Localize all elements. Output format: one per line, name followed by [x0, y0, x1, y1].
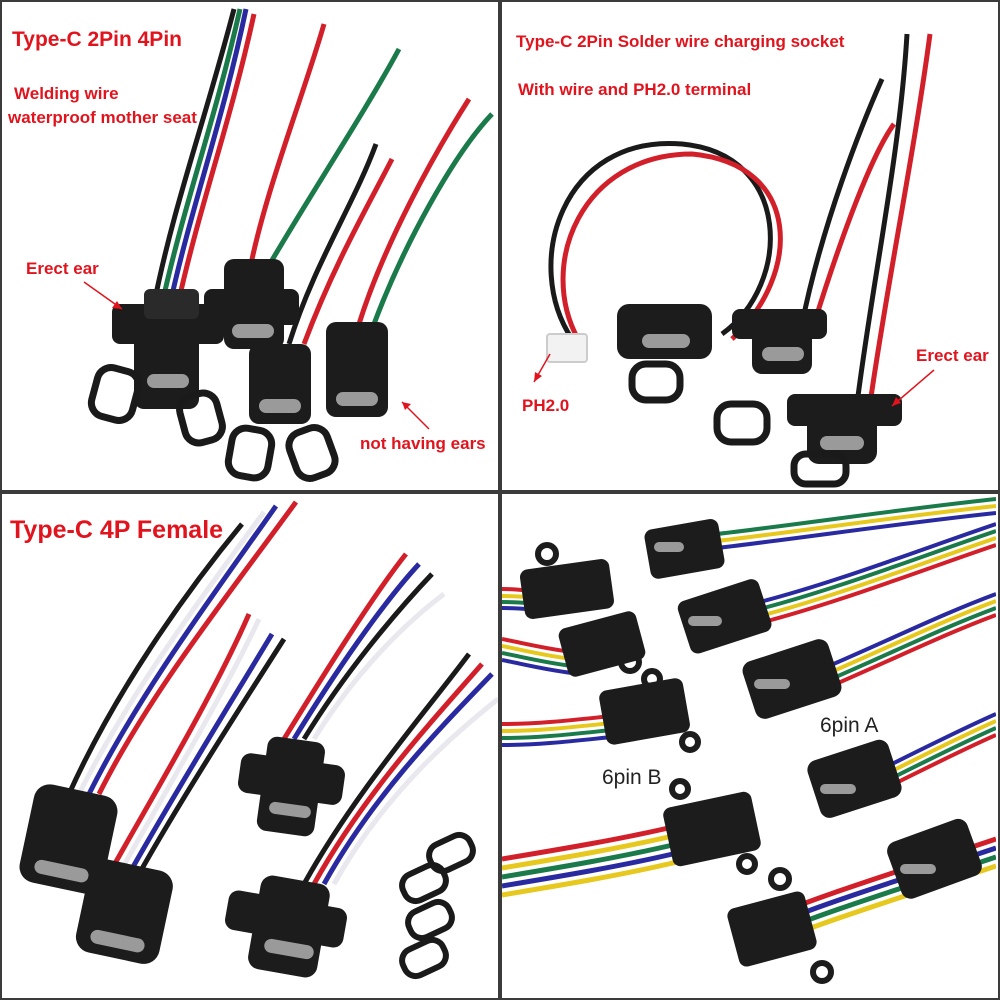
connector-no-ears-2pin — [249, 344, 311, 424]
panel-2pin-solder-socket: Type-C 2Pin Solder wire charging socket … — [502, 4, 996, 490]
connector-4p-no-ears-2 — [75, 859, 173, 964]
connector-erect-ear-solder — [787, 394, 902, 464]
connector-with-ears-2pin — [732, 309, 827, 374]
connector-ph2-wired — [617, 304, 712, 359]
connector-erect-ear-4pin — [112, 289, 224, 409]
panel-subtitle: With wire and PH2.0 terminal — [518, 80, 752, 99]
panel-2pin-4pin: Type-C 2Pin 4Pin Welding wire waterproof… — [4, 4, 498, 490]
panel-divider-horizontal — [0, 490, 1000, 494]
connector-illustration-2pin-4pin — [83, 8, 494, 482]
label-6pin-a: 6pin A — [820, 714, 879, 737]
connector-illustration-solder-socket — [533, 33, 935, 488]
connector-no-ears-4pin — [326, 322, 388, 417]
connector-illustration-4p-female — [19, 500, 498, 980]
callout-erect-ear: Erect ear — [26, 259, 99, 278]
ph2-terminal — [546, 333, 588, 363]
panel-subtitle-line1: Welding wire — [14, 84, 119, 103]
panel-title: Type-C 2Pin Solder wire charging socket — [516, 32, 845, 51]
panel-divider-vertical — [498, 0, 502, 1000]
panel-title: Type-C 4P Female — [10, 516, 224, 544]
callout-ph2: PH2.0 — [522, 396, 570, 415]
rubber-gaskets — [399, 831, 476, 980]
connector-4p-with-ears-2 — [225, 875, 347, 978]
connectors-6pin — [519, 519, 982, 984]
panel-4p-female: Type-C 4P Female — [4, 494, 498, 996]
panel-subtitle-line2: waterproof mother seat — [8, 108, 197, 127]
connector-4p-with-ears-1 — [238, 736, 345, 837]
label-6pin-b: 6pin B — [602, 766, 662, 789]
panel-6pin: 6pin A 6pin B — [502, 494, 996, 996]
callout-no-ears: not having ears — [360, 434, 486, 453]
connector-illustration-6pin — [502, 497, 996, 984]
connector-erect-ear-2pin — [204, 259, 299, 349]
panel-title: Type-C 2Pin 4Pin — [12, 28, 182, 51]
callout-erect-ear: Erect ear — [916, 346, 989, 365]
rubber-gaskets — [87, 364, 339, 482]
rubber-gaskets — [628, 360, 850, 488]
